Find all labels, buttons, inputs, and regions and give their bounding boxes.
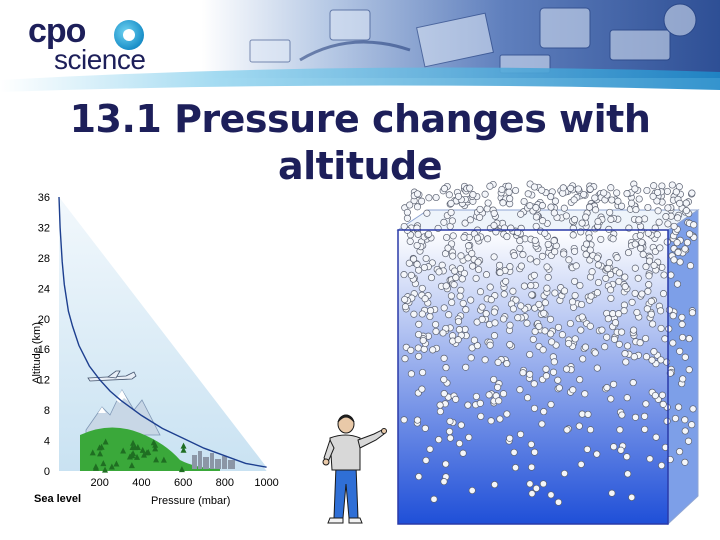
sea-level-label: Sea level [34,493,81,505]
x-tick-label: 800 [216,477,234,489]
x-tick-label: 600 [174,477,192,489]
logo-science-text: science [54,44,146,75]
y-tick-label: 12 [38,375,50,387]
header-banner [0,0,720,92]
logo-cpo-text: cpo [28,12,86,50]
y-tick-label: 16 [38,344,50,356]
city-skyline [192,451,235,469]
air-molecules [400,180,698,506]
y-tick-label: 28 [38,253,50,265]
y-tick-label: 0 [44,466,50,478]
air-molecule-column [396,180,700,526]
x-tick-label: 400 [132,477,150,489]
x-tick-label: 200 [91,477,109,489]
lab-equipment-collage [249,3,697,74]
box-front-edge [397,229,669,525]
snow-caps [98,390,128,413]
x-axis-label: Pressure (mbar) [151,495,230,507]
y-tick-label: 36 [38,192,50,204]
x-axis-ticks: 200 400 600 800 1000 [91,477,279,489]
altitude-pressure-chart: 0 4 8 12 16 20 24 28 32 36 200 400 600 800 1000 Altit… [31,192,279,507]
slide-title: 13.1 Pressure changes with altitude [40,96,680,190]
y-axis-label: Altitude (km) [31,322,43,384]
y-tick-label: 24 [38,283,50,295]
grass-hills [80,427,220,471]
y-tick-label: 20 [38,314,50,326]
title-line-2: altitude [277,144,443,188]
y-tick-label: 4 [44,436,50,448]
sky-area [59,197,267,471]
title-line-1: 13.1 Pressure changes with [69,97,651,141]
person-pointing-illustration [322,414,387,524]
logo-globe-icon [114,20,144,50]
trees [89,438,187,473]
airplane-icon [87,370,137,382]
y-tick-label: 8 [44,405,50,417]
x-tick-label: 1000 [254,477,278,489]
pressure-curve [58,196,267,468]
cpo-science-logo: cpo science [22,12,172,78]
y-axis-ticks: 0 4 8 12 16 20 24 28 32 36 [38,192,50,478]
y-tick-label: 32 [38,222,50,234]
